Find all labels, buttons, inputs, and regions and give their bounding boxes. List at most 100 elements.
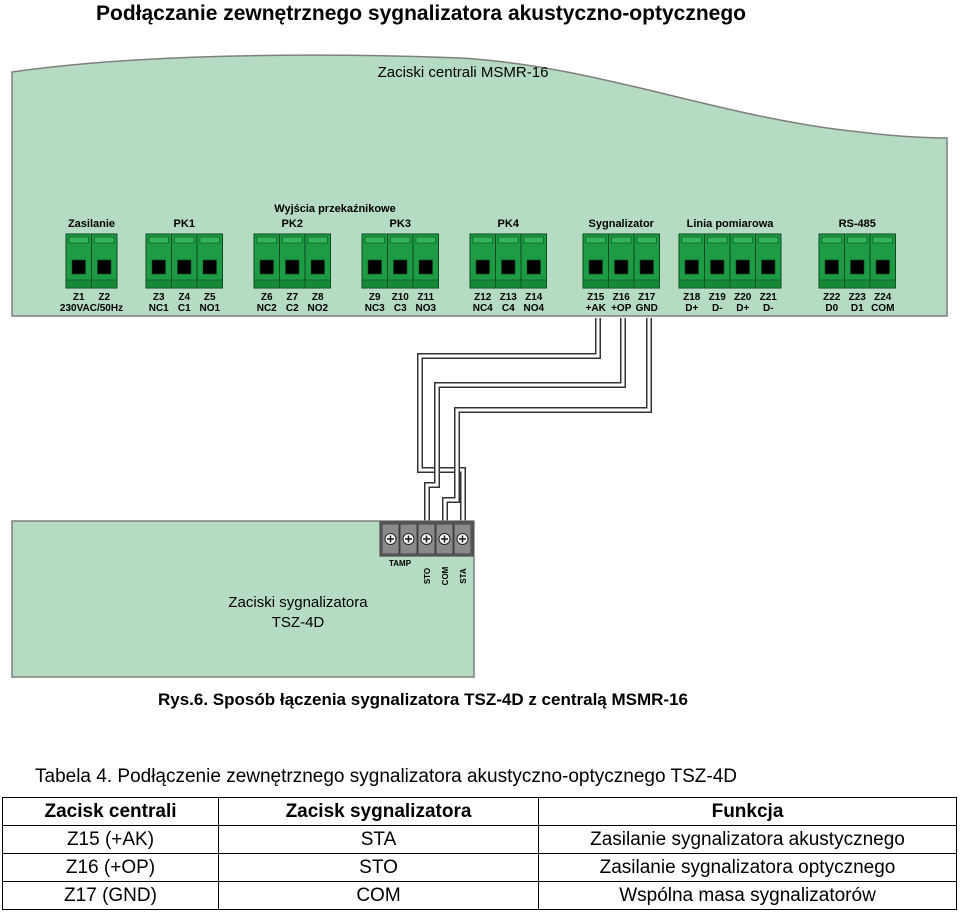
terminal-strip: ZasilanieZ1230VAC/50HzZ2PK1Z3NC1Z4C1Z5NO…: [60, 218, 896, 314]
cell-siren-terminal: STA: [218, 825, 539, 854]
terminal-z15: Z15+AK: [582, 233, 609, 314]
terminal-id: Z11: [417, 292, 434, 303]
terminal-group-label: Sygnalizator: [589, 218, 655, 230]
cell-function: Zasilanie sygnalizatora optycznego: [538, 853, 957, 882]
siren-label-com: COM: [441, 566, 450, 585]
header-siren-terminal: Zacisk sygnalizatora: [218, 797, 539, 826]
terminal-function: C3: [394, 303, 407, 314]
terminal-id: Z2: [98, 292, 110, 303]
terminal-id: Z13: [500, 292, 518, 303]
table-row: Z17 (GND) COM Wspólna masa sygnalizatoró…: [2, 881, 957, 910]
wire-z17-com: [442, 318, 652, 524]
terminal-function: NO1: [199, 303, 220, 314]
terminal-id: Z17: [638, 292, 656, 303]
terminal-group-label: PK3: [390, 218, 411, 230]
header-function: Funkcja: [538, 797, 957, 826]
terminal-function: D-: [712, 303, 723, 314]
siren-panel-subtitle: TSZ-4D: [272, 614, 325, 631]
terminal-function: C1: [178, 303, 191, 314]
terminal-id: Z1: [73, 292, 85, 303]
screw-icon: [453, 523, 472, 555]
siren-panel-title: Zaciski sygnalizatora: [228, 594, 368, 611]
wiring-diagram: Zaciski centrali MSMR-16 Wyjścia przekaź…: [11, 54, 948, 678]
cell-panel-terminal: Z16 (+OP): [2, 853, 219, 882]
terminal-function: D+: [685, 303, 698, 314]
terminal-group-label: Zasilanie: [68, 218, 115, 230]
cell-siren-terminal: STO: [218, 853, 539, 882]
terminal-group-label: PK4: [498, 218, 520, 230]
page-heading: Podłączanie zewnętrznego sygnalizatora a…: [96, 2, 746, 25]
terminal-function: NO3: [415, 303, 436, 314]
terminal-id: Z8: [312, 292, 324, 303]
terminal-id: Z3: [153, 292, 165, 303]
screw-icon: [381, 523, 400, 555]
terminal-id: Z6: [261, 292, 273, 303]
terminal-function: NC1: [149, 303, 169, 314]
cell-siren-terminal: COM: [218, 881, 539, 910]
table-row: Z16 (+OP) STO Zasilanie sygnalizatora op…: [2, 853, 957, 882]
terminal-function: D1: [851, 303, 864, 314]
siren-label-sta: STA: [459, 568, 468, 584]
terminal-function: NC3: [365, 303, 385, 314]
wire-z15-sta: [417, 318, 601, 524]
cell-panel-terminal: Z17 (GND): [2, 881, 219, 910]
terminal-group-label: Linia pomiarowa: [687, 218, 775, 230]
terminal-function: D0: [825, 303, 838, 314]
terminal-id: Z15: [587, 292, 605, 303]
control-panel-title: Zaciski centrali MSMR-16: [378, 64, 549, 81]
relay-outputs-label: Wyjścia przekaźnikowe: [274, 203, 395, 215]
terminal-id: Z7: [286, 292, 298, 303]
terminal-z2: Z2: [91, 233, 118, 303]
terminal-z16: Z16+OP: [608, 233, 635, 314]
terminal-id: Z5: [204, 292, 216, 303]
terminal-function: D+: [736, 303, 749, 314]
terminal-id: Z16: [613, 292, 631, 303]
terminal-function: +AK: [586, 303, 607, 314]
siren-label-sto: STO: [423, 568, 432, 584]
terminal-function: GND: [636, 303, 658, 314]
table-header-row: Zacisk centrali Zacisk sygnalizatora Fun…: [2, 797, 957, 826]
terminal-function: D-: [763, 303, 774, 314]
terminal-group-label: RS-485: [839, 218, 876, 230]
terminal-group-label: PK1: [174, 218, 195, 230]
table-caption: Tabela 4. Podłączenie zewnętrznego sygna…: [35, 766, 737, 787]
terminal-function: NC4: [473, 303, 493, 314]
signal-wires: [417, 318, 652, 524]
figure-caption: Rys.6. Sposób łączenia sygnalizatora TSZ…: [158, 690, 688, 709]
terminal-function: +OP: [611, 303, 632, 314]
terminal-function: NO2: [307, 303, 328, 314]
screw-icon: [417, 523, 436, 555]
terminal-id: Z23: [849, 292, 867, 303]
terminal-group-label: PK2: [282, 218, 303, 230]
terminal-id: Z14: [525, 292, 543, 303]
terminal-function: C4: [502, 303, 515, 314]
terminal-id: Z10: [392, 292, 410, 303]
table-row: Z15 (+AK) STA Zasilanie sygnalizatora ak…: [2, 825, 957, 854]
screw-icon: [399, 523, 418, 555]
terminal-id: Z22: [823, 292, 841, 303]
terminal-function: COM: [871, 303, 894, 314]
terminal-id: Z4: [178, 292, 190, 303]
siren-terminal-block: [379, 521, 474, 557]
terminal-id: Z12: [474, 292, 492, 303]
terminal-id: Z24: [874, 292, 892, 303]
terminal-id: Z18: [683, 292, 701, 303]
terminal-id: Z19: [709, 292, 727, 303]
wire-z16-sto: [424, 318, 626, 524]
terminal-function: NC2: [257, 303, 277, 314]
